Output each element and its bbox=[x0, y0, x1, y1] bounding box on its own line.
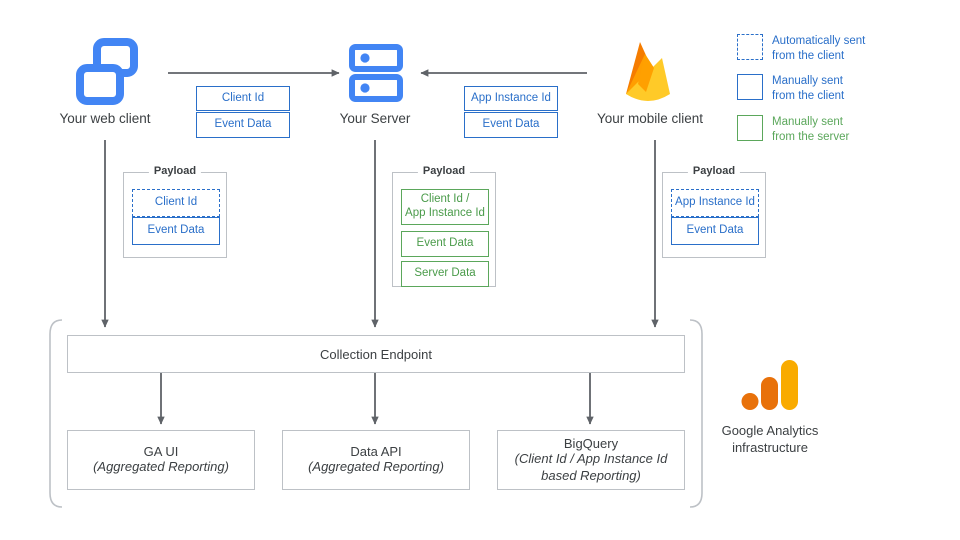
output-subtitle-ga-ui: (Aggregated Reporting) bbox=[93, 459, 229, 475]
legend-label-automatically-sent: Automatically sent from the client bbox=[772, 34, 865, 64]
transit-chip-event-data-mobile: Event Data bbox=[464, 112, 558, 138]
payload-item-client-or-app-instance-id: Client Id /App Instance Id bbox=[401, 189, 489, 225]
payload-title-mobile: Payload bbox=[687, 165, 741, 177]
payload-title-web: Payload bbox=[148, 165, 202, 177]
payload-item-app-instance-id: App Instance Id bbox=[671, 189, 759, 217]
ga-caption-line-1: Google Analytics bbox=[721, 423, 819, 438]
payload-group-server: Payload Client Id /App Instance Id Event… bbox=[392, 165, 496, 287]
transit-chip-event-data: Event Data bbox=[196, 112, 290, 138]
browser-windows-icon bbox=[76, 38, 138, 106]
legend-item-manually-sent-from-server: Manually sent from the server bbox=[737, 115, 849, 145]
firebase-flame-icon bbox=[616, 36, 680, 108]
node-label-mobile-client: Your mobile client bbox=[596, 111, 704, 126]
payload-group-web: Payload Client Id Event Data bbox=[123, 165, 227, 258]
payload-item-client-id: Client Id bbox=[132, 189, 220, 217]
payload-item-event-data-mobile: Event Data bbox=[671, 217, 759, 245]
legend-item-automatically-sent-from-client: Automatically sent from the client bbox=[737, 34, 865, 64]
legend-line-2: from the server bbox=[772, 131, 850, 144]
ga-infrastructure-caption: Google Analytics infrastructure bbox=[690, 423, 850, 457]
output-title-ga-ui: GA UI bbox=[143, 444, 179, 460]
legend-line-2: from the client bbox=[772, 50, 845, 63]
legend-swatch-solid-blue bbox=[737, 74, 763, 100]
output-box-ga-ui[interactable]: GA UI (Aggregated Reporting) bbox=[67, 430, 255, 490]
legend-line-1: Manually sent bbox=[772, 75, 843, 87]
payload-group-mobile: Payload App Instance Id Event Data bbox=[662, 165, 766, 258]
output-box-data-api[interactable]: Data API (Aggregated Reporting) bbox=[282, 430, 470, 490]
collection-endpoint-label: Collection Endpoint bbox=[319, 346, 433, 362]
collection-endpoint-box[interactable]: Collection Endpoint bbox=[67, 335, 685, 373]
output-title-bigquery: BigQuery bbox=[563, 436, 619, 452]
legend-swatch-dashed-blue bbox=[737, 34, 763, 60]
payload-item-server-data: Server Data bbox=[401, 261, 489, 287]
payload-item-event-data: Event Data bbox=[132, 217, 220, 245]
legend-line-1: Manually sent bbox=[772, 116, 843, 128]
node-label-server: Your Server bbox=[339, 111, 411, 126]
ga-caption-line-2: infrastructure bbox=[732, 439, 808, 455]
output-title-data-api: Data API bbox=[350, 444, 402, 460]
legend-line-1: Automatically sent bbox=[772, 35, 866, 47]
legend-swatch-solid-green bbox=[737, 115, 763, 141]
legend-item-manually-sent-from-client: Manually sent from the client bbox=[737, 74, 844, 104]
transit-chip-client-id: Client Id bbox=[196, 86, 290, 111]
payload-item-event-data-server: Event Data bbox=[401, 231, 489, 257]
server-rack-icon bbox=[348, 44, 404, 102]
output-subtitle-data-api: (Aggregated Reporting) bbox=[308, 459, 444, 475]
transit-chip-app-instance-id: App Instance Id bbox=[464, 86, 558, 111]
legend-line-2: from the client bbox=[772, 90, 845, 103]
payload-title-server: Payload bbox=[417, 165, 471, 177]
node-label-web-client: Your web client bbox=[59, 111, 151, 126]
legend-label-manually-sent-server: Manually sent from the server bbox=[772, 115, 849, 145]
google-analytics-bars-icon bbox=[740, 360, 802, 416]
legend-label-manually-sent-client: Manually sent from the client bbox=[772, 74, 844, 104]
